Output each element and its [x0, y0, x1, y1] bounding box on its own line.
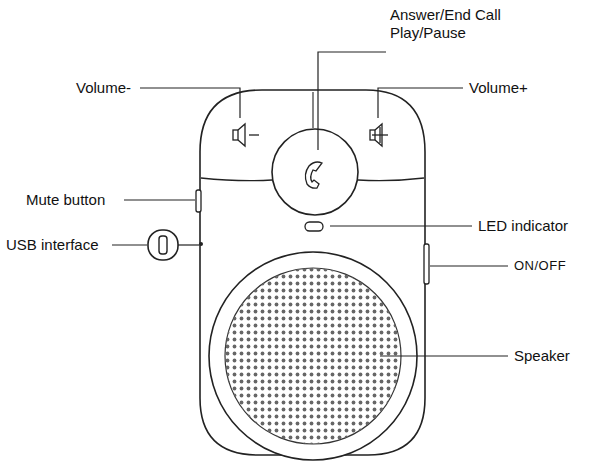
callout-label: Answer/End Call Play/Pause — [390, 6, 520, 42]
leader-line — [178, 244, 199, 245]
mute-button — [196, 190, 201, 212]
power-switch — [424, 244, 429, 284]
leader-line — [140, 88, 240, 118]
leader-lines — [112, 52, 508, 356]
top-divider — [312, 92, 313, 128]
callout-label: Volume- — [76, 79, 131, 97]
speaker-grille — [225, 268, 401, 444]
usb-port-dot — [199, 242, 203, 246]
leader-line — [124, 199, 195, 200]
leader-line — [430, 265, 508, 266]
speaker-grille-back — [225, 268, 401, 444]
usb-icon-slot — [159, 236, 167, 254]
volume-minus-icon — [233, 124, 259, 146]
callout-label: LED indicator — [478, 217, 568, 235]
callout-label: Speaker — [514, 347, 570, 365]
led-indicator — [305, 222, 323, 231]
leader-line — [380, 355, 508, 356]
callout-label: USB interface — [6, 236, 99, 254]
leader-line — [318, 52, 386, 150]
callout-label: ON/OFF — [514, 258, 566, 274]
callout-label: Volume+ — [469, 79, 528, 97]
call-button — [272, 129, 358, 215]
leader-line — [112, 244, 147, 245]
leader-line — [330, 225, 472, 226]
top-band-line — [358, 178, 424, 181]
leader-line — [378, 88, 463, 118]
phone-icon — [305, 162, 322, 188]
callout-label: Mute button — [26, 191, 105, 209]
top-band-line — [201, 178, 272, 181]
volume-plus-icon — [370, 124, 388, 146]
usb-icon — [148, 230, 178, 260]
